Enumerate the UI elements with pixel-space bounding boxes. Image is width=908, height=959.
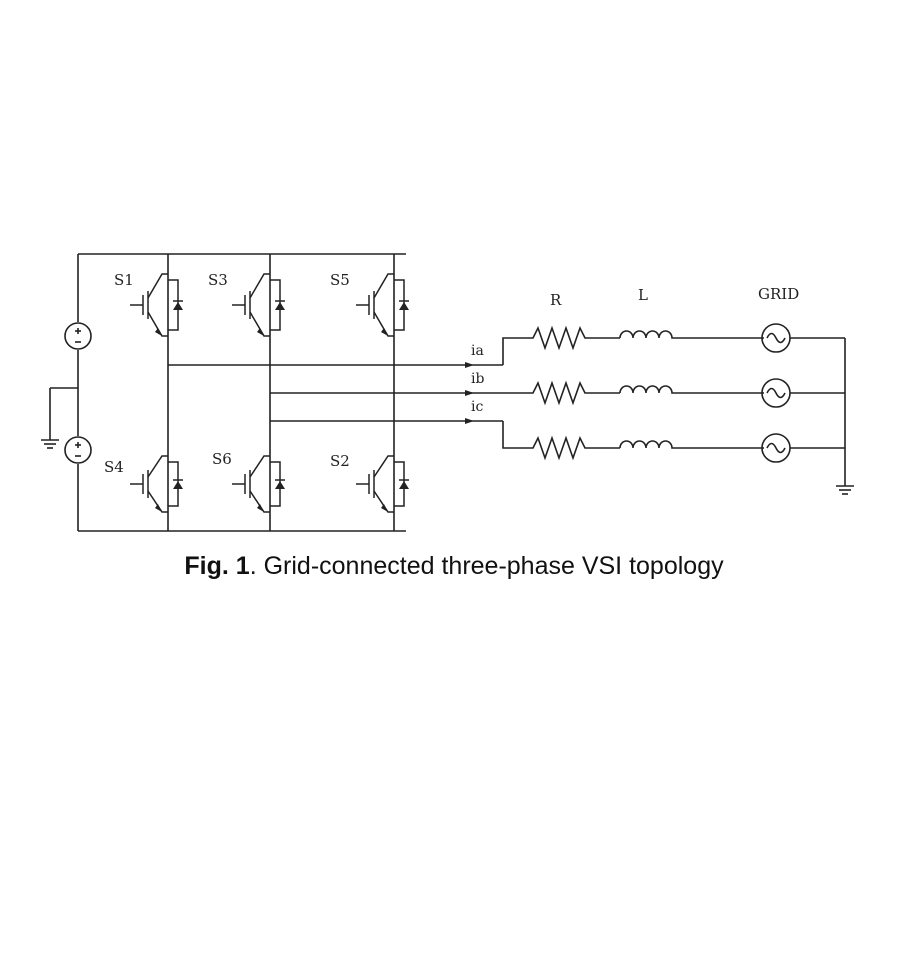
igbt-switch-s4 — [130, 455, 183, 513]
grid-label: GRID — [758, 285, 799, 303]
phase-c-step — [502, 421, 528, 449]
resistor-phase-a — [528, 325, 620, 351]
inductor-label: L — [638, 286, 648, 304]
arrow-ia-icon — [465, 362, 474, 368]
switch-label-s2: S2 — [330, 452, 350, 470]
inductor-phase-a — [619, 330, 764, 339]
resistor-phase-c — [528, 435, 620, 461]
grid-source-a-icon — [761, 323, 845, 353]
switch-label-s6: S6 — [212, 450, 232, 468]
igbt-switch-s5 — [356, 273, 409, 337]
switch-label-s3: S3 — [208, 271, 228, 289]
igbt-switch-s3 — [232, 273, 285, 337]
igbt-switch-s6 — [232, 455, 285, 513]
igbt-switch-s2 — [356, 455, 409, 513]
igbt-switch-s1 — [130, 273, 183, 337]
current-label-ia: ia — [471, 343, 484, 359]
grid-source-b-icon — [761, 378, 845, 408]
current-label-ib: ib — [471, 371, 484, 387]
arrow-ic-icon — [465, 418, 474, 424]
figure-number: Fig. 1 — [184, 552, 250, 580]
caption-text: . Grid-connected three-phase VSI topolog… — [249, 552, 724, 580]
phase-a-step — [502, 337, 528, 365]
resistor-label: R — [550, 291, 562, 309]
current-label-ic: ic — [471, 399, 483, 415]
switch-label-s4: S4 — [104, 458, 124, 476]
inductor-phase-c — [619, 440, 764, 449]
switch-label-s5: S5 — [330, 271, 350, 289]
dc-source-bottom — [64, 436, 92, 464]
figure-caption: Fig. 1. Grid-connected three-phase VSI t… — [0, 552, 908, 581]
midpoint-ground-icon — [41, 387, 78, 449]
resistor-phase-b — [528, 380, 620, 406]
dc-source-top — [64, 322, 92, 350]
grid-ground-icon — [836, 485, 854, 495]
grid-source-c-icon — [761, 433, 845, 463]
switch-label-s1: S1 — [114, 271, 134, 289]
inductor-phase-b — [619, 385, 764, 394]
arrow-ib-icon — [465, 390, 474, 396]
